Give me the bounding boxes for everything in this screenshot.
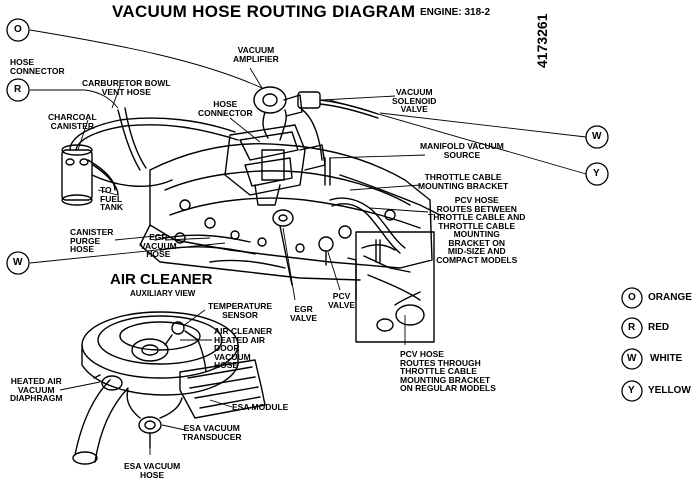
marker-w2-circle [585,125,609,149]
callout-egr-vacuum: EGR VACUUM HOSE [140,232,177,259]
callout-vacuum-amplifier: VACUUM AMPLIFIER [233,45,279,64]
marker-w-circle [6,251,30,275]
air-cleaner-subtitle: AUXILIARY VIEW [130,289,196,298]
callout-esa-hose: ESA VACUUM HOSE [124,461,181,480]
legend-code-white: W [627,353,637,364]
diagram-title: VACUUM HOSE ROUTING DIAGRAM [112,2,416,21]
marker-w-right: W [592,131,602,142]
part-code: 4173261 [534,13,550,68]
callout-throttle-bracket: THROTTLE CABLE MOUNTING BRACKET [418,172,509,191]
engine-label: ENGINE: 318-2 [420,7,491,18]
callout-pcv-through: PCV HOSE ROUTES THROUGH THROTTLE CABLE M… [400,349,496,393]
callout-hose-connector-center: HOSE CONNECTOR [198,99,253,118]
legend-label-yellow: YELLOW [648,385,691,396]
air-cleaner-title: AIR CLEANER [110,271,213,288]
callout-egr-valve: EGR VALVE [290,304,318,323]
callout-esa-transducer: ESA VACUUM TRANSDUCER [182,423,242,442]
legend-label-orange: ORANGE [648,292,692,303]
legend-label-white: WHITE [650,353,683,364]
callout-charcoal-canister: CHARCOAL CANISTER [48,112,97,131]
callout-heated-air-diaphragm: HEATED AIR VACUUM DIAPHRAGM [10,376,63,403]
callout-esa-module: ESA MODULE [232,402,289,412]
marker-y: Y [593,168,600,179]
callout-manifold-vacuum: MANIFOLD VACUUM SOURCE [420,141,504,160]
callout-vacuum-solenoid: VACUUM SOLENOID VALVE [392,87,437,114]
marker-w-left: W [13,257,23,268]
marker-y-circle [585,162,609,186]
marker-r-circle [6,78,30,102]
callout-heated-air-door: AIR CLEANER HEATED AIR DOOR VACUUM HOSE [214,326,273,370]
legend-label-red: RED [648,322,670,333]
legend-code-orange: O [628,292,636,303]
callout-pcv-valve: PCV VALVE [328,291,356,310]
callout-to-fuel-tank: TO FUEL TANK [100,185,123,212]
callout-canister-purge: CANISTER PURGE HOSE [70,227,114,254]
legend-code-red: R [628,322,636,333]
callout-pcv-between: PCV HOSE ROUTES BETWEEN THROTTLE CABLE A… [428,195,526,265]
legend-code-yellow: Y [628,385,635,396]
marker-r: R [14,84,22,95]
callout-carb-bowl-vent: CARBURETOR BOWL VENT HOSE [82,78,171,97]
callout-hose-connector-left: HOSE CONNECTOR [10,57,65,76]
marker-o: O [14,24,22,35]
marker-o-circle [6,18,30,42]
callout-temp-sensor: TEMPERATURE SENSOR [208,301,273,320]
